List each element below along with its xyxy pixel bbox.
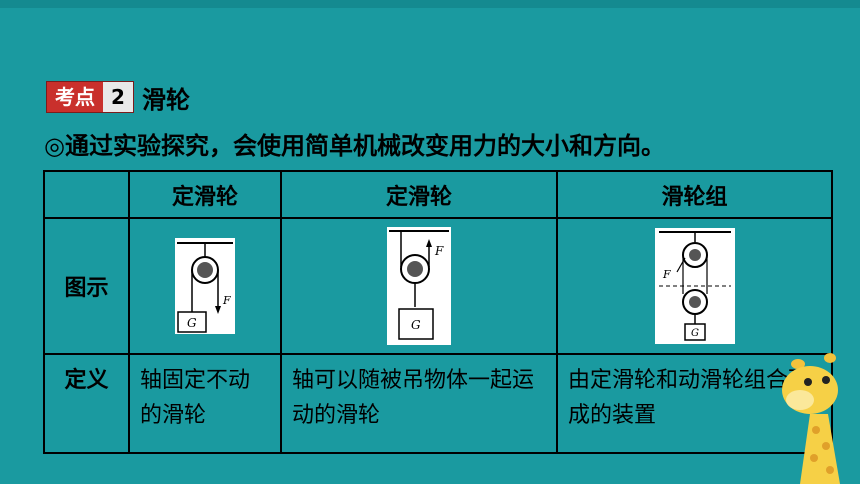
definition-text: 轴固定不动的滑轮	[140, 368, 251, 428]
objective-text: ◎通过实验探究，会使用简单机械改变用力的大小和方向。	[44, 132, 665, 160]
diagram-cell: F G	[556, 217, 833, 355]
header-cell: 定滑轮	[280, 170, 558, 219]
definition-text: 由定滑轮和动滑轮组合而成的装置	[568, 368, 811, 428]
section-heading: 考点 2 滑轮	[46, 80, 190, 114]
force-label: F	[434, 244, 444, 258]
table-row-definition: 定义 轴固定不动的滑轮 轴可以随被吊物体一起运动的滑轮 由定滑轮和动滑轮组合而成…	[43, 353, 833, 454]
diagram-cell: F G	[128, 217, 282, 355]
badge-number: 2	[103, 82, 133, 112]
weight-label: G	[691, 328, 699, 339]
movable-pulley-diagram: F G	[387, 227, 451, 345]
section-title: 滑轮	[142, 85, 190, 114]
definition-cell: 轴固定不动的滑轮	[128, 353, 282, 454]
fixed-pulley-diagram: F G	[175, 238, 235, 334]
definition-text: 轴可以随被吊物体一起运动的滑轮	[292, 368, 535, 428]
definition-cell: 由定滑轮和动滑轮组合而成的装置	[556, 353, 833, 454]
giraffe-decoration	[782, 353, 840, 484]
force-label: F	[222, 294, 231, 307]
force-label: F	[662, 268, 671, 281]
weight-label: G	[411, 318, 421, 332]
definition-cell: 轴可以随被吊物体一起运动的滑轮	[280, 353, 558, 454]
topic-badge: 考点 2	[46, 81, 134, 113]
pulley-block-diagram: F G	[654, 228, 735, 344]
row-label: 图示	[43, 217, 130, 355]
row-label: 定义	[43, 353, 130, 454]
header-cell: 定滑轮	[128, 170, 282, 219]
diagram-cell: F G	[280, 217, 558, 355]
pulley-table: 定滑轮 定滑轮 滑轮组 图示 F G	[43, 170, 833, 454]
table-row-diagram: 图示 F G F	[43, 217, 833, 355]
table-header-row: 定滑轮 定滑轮 滑轮组	[43, 170, 833, 219]
weight-label: G	[187, 316, 197, 330]
top-band	[0, 0, 860, 8]
badge-label: 考点	[47, 82, 103, 112]
header-cell: 滑轮组	[556, 170, 833, 219]
header-cell-empty	[43, 170, 130, 219]
